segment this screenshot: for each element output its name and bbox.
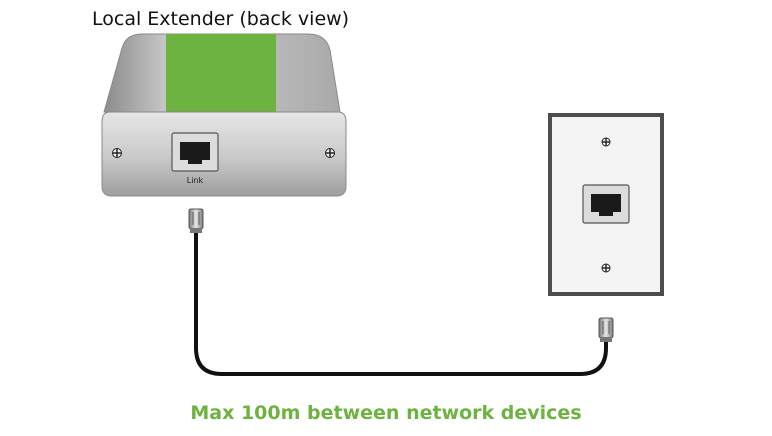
diagram-title: Local Extender (back view) <box>92 8 350 30</box>
local-extender-device: Link <box>101 33 347 197</box>
wall-cable-plug <box>598 317 614 342</box>
extender-green-band <box>166 34 276 112</box>
wall-plate-screw-bottom <box>601 263 611 273</box>
ethernet-cable <box>194 226 608 376</box>
extender-front-face <box>101 111 347 197</box>
wall-plate-screw-top <box>601 137 611 147</box>
extender-screw-right <box>325 148 335 158</box>
network-wall-plate <box>548 113 664 296</box>
wall-plate-port <box>582 184 630 224</box>
link-port-label: Link <box>187 176 204 185</box>
extender-cable-plug <box>188 208 204 233</box>
distance-caption: Max 100m between network devices <box>190 402 582 424</box>
extender-screw-left <box>112 148 122 158</box>
link-port <box>171 132 219 172</box>
